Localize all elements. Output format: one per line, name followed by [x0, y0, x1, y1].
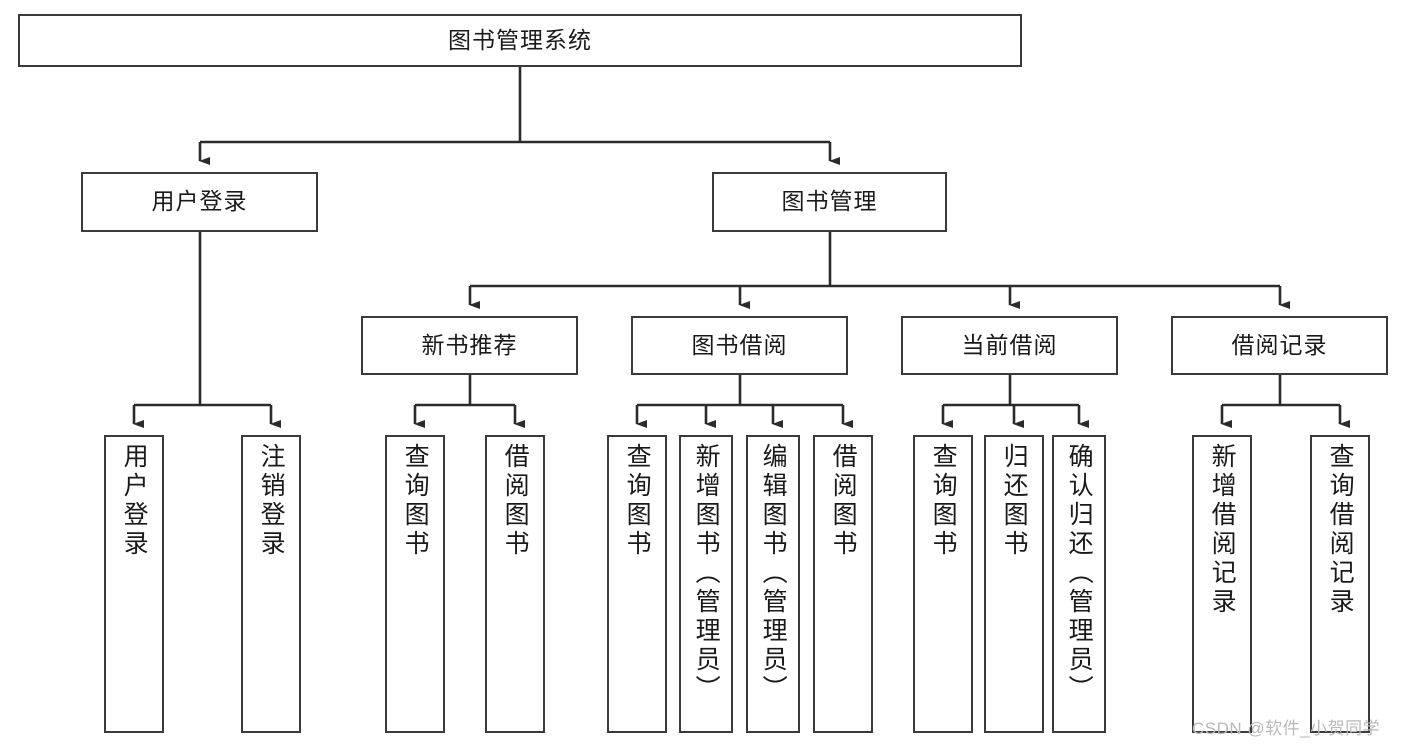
node-label: 新增图书（管理员） — [692, 443, 721, 704]
node-label: 图书借阅 — [691, 331, 788, 358]
node-label: 新增借阅记录 — [1208, 443, 1237, 617]
node-label: 借阅图书 — [829, 443, 858, 559]
node-book-manage[interactable]: 图书管理 — [712, 172, 947, 232]
node-new-book-rec[interactable]: 新书推荐 — [361, 316, 578, 375]
node-label: 图书管理系统 — [448, 26, 592, 53]
node-borrow-record[interactable]: 借阅记录 — [1171, 316, 1388, 375]
node-leaf-br-add[interactable]: 新增借阅记录 — [1192, 435, 1252, 733]
node-book-borrow[interactable]: 图书借阅 — [631, 316, 848, 375]
node-label: 图书管理 — [781, 188, 878, 215]
node-label: 查询图书 — [623, 443, 652, 559]
node-leaf-user-login[interactable]: 用户登录 — [104, 435, 164, 733]
node-leaf-rec-borrow[interactable]: 借阅图书 — [485, 435, 545, 733]
node-label: 查询图书 — [929, 443, 958, 559]
node-label: 用户登录 — [120, 443, 149, 559]
node-leaf-bb-borrow[interactable]: 借阅图书 — [813, 435, 873, 733]
node-label: 编辑图书（管理员） — [759, 443, 788, 704]
node-leaf-cb-query[interactable]: 查询图书 — [913, 435, 973, 733]
node-leaf-bb-edit[interactable]: 编辑图书（管理员） — [746, 435, 800, 733]
node-leaf-rec-query[interactable]: 查询图书 — [385, 435, 445, 733]
node-label: 归还图书 — [1000, 443, 1029, 559]
node-label: 借阅图书 — [501, 443, 530, 559]
node-leaf-cb-confirm[interactable]: 确认归还（管理员） — [1052, 435, 1106, 733]
node-current-borrow[interactable]: 当前借阅 — [901, 316, 1118, 375]
node-leaf-br-query[interactable]: 查询借阅记录 — [1310, 435, 1370, 733]
node-user-login[interactable]: 用户登录 — [81, 172, 318, 232]
node-label: 查询图书 — [401, 443, 430, 559]
node-leaf-bb-query[interactable]: 查询图书 — [607, 435, 667, 733]
node-label: 新书推荐 — [421, 331, 518, 358]
node-label: 查询借阅记录 — [1326, 443, 1355, 617]
node-label: 注销登录 — [257, 443, 286, 559]
node-label: 当前借阅 — [961, 331, 1058, 358]
node-root[interactable]: 图书管理系统 — [18, 14, 1022, 67]
node-label: 用户登录 — [151, 188, 248, 215]
node-leaf-cb-return[interactable]: 归还图书 — [984, 435, 1044, 733]
node-leaf-logout[interactable]: 注销登录 — [241, 435, 301, 733]
node-label: 借阅记录 — [1231, 331, 1328, 358]
node-label: 确认归还（管理员） — [1065, 443, 1094, 704]
csdn-watermark: CSDN @软件_小贺同学 — [1192, 719, 1381, 738]
node-leaf-bb-add[interactable]: 新增图书（管理员） — [679, 435, 733, 733]
